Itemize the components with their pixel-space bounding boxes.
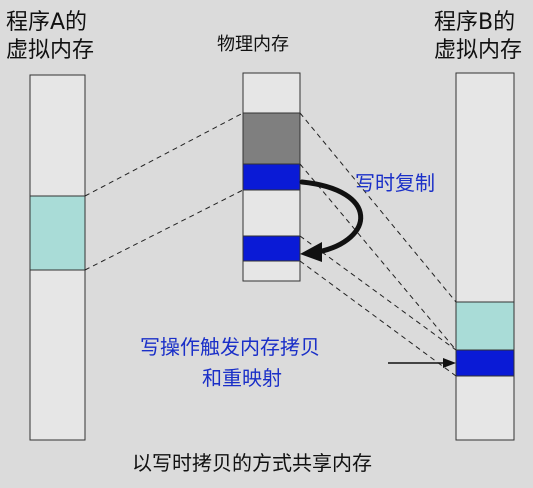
physical-copied-page [242, 235, 301, 262]
physical-memory-label: 物理内存 [217, 34, 289, 55]
write-trigger-label-line-1: 写操作触发内存拷贝 [140, 335, 320, 359]
diagram-caption: 以写时拷贝的方式共享内存 [132, 451, 372, 475]
program-a-label-line-2: 虚拟内存 [6, 38, 94, 63]
mapping-line-b-1 [299, 112, 457, 303]
program-b-memory-column [455, 72, 515, 441]
mapping-line-b-2 [299, 163, 457, 351]
physical-original-page [242, 163, 301, 191]
write-trigger-label-line-2: 和重映射 [202, 366, 282, 390]
mapping-line-a-bottom [84, 189, 244, 271]
physical-gray-block [242, 112, 301, 165]
cow-label: 写时复制 [355, 171, 435, 195]
program-b-label-line-2: 虚拟内存 [434, 38, 522, 63]
program-b-shared-region [455, 301, 515, 351]
cow-curved-arrow [299, 179, 364, 255]
write-trigger-arrow-head [443, 358, 456, 368]
program-a-label-line-1: 程序A的 [6, 10, 87, 35]
program-b-label-line-1: 程序B的 [434, 10, 515, 35]
cow-arrow-head [300, 242, 322, 262]
program-a-shared-region [29, 195, 86, 271]
mapping-line-a-top [84, 112, 244, 197]
program-b-remapped-page [455, 349, 515, 377]
mapping-line-b-4 [299, 260, 457, 377]
